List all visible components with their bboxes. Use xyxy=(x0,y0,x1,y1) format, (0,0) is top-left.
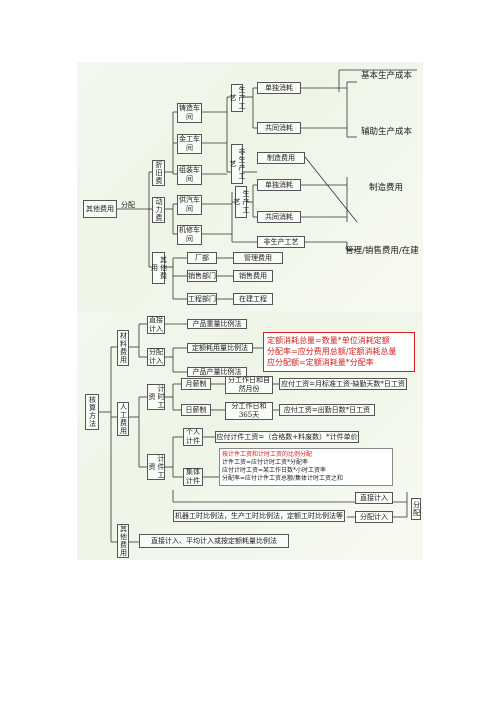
node-repair-workshop: 机修车间 xyxy=(177,225,202,245)
node-casting-workshop: 铸造车间 xyxy=(177,103,202,123)
node-assembly-workshop: 组装车间 xyxy=(177,165,202,185)
collective-note-line-2: 应付计时工资=某工作日数*小时工资率 xyxy=(222,467,327,474)
node-daily-salary: 日薪制 xyxy=(181,404,211,416)
node-production-process-2: 生产工艺 xyxy=(233,186,250,218)
node-power: 动力费 xyxy=(152,197,165,223)
other-cost-methods: 直接计入、平均计入或按定额耗量比例法 xyxy=(139,534,289,548)
node-engineering-dept: 工程部门 xyxy=(187,293,217,305)
node-material-cost: 材料费用 xyxy=(117,330,129,366)
machine-hour-ratio-methods: 机器工时比例法，生产工时比例法，定额工时比例法等 xyxy=(173,510,345,522)
node-monthly-salary: 月薪制 xyxy=(181,378,211,390)
node-factory: 厂部 xyxy=(187,252,217,264)
node-quota-ratio: 定额耗用量比例法 xyxy=(187,343,253,353)
top-connectors xyxy=(117,69,417,300)
collective-note-line-3: 分配率=应付计件工资总额/集体计时工资之和 xyxy=(222,475,344,482)
node-non-production-process-2: 非生产工艺 xyxy=(257,236,305,248)
node-labor-cost: 人工费用 xyxy=(117,402,129,436)
node-other: 其他费用 xyxy=(151,252,168,284)
node-sales-dept: 销售部门 xyxy=(187,270,217,282)
node-single-consumption-2: 单独消耗 xyxy=(257,179,301,191)
node-output-ratio: 产品产量比例法 xyxy=(187,367,247,377)
node-non-production-process-1: 非生产工艺 xyxy=(229,144,246,184)
collective-note-title: 按计件工资和计时工资的比例分配 xyxy=(222,451,313,458)
top-diagram-panel: 其他费用 分配 折旧费 动力费 其他费用 铸造车间 金工车间 组装车间 供汽车间… xyxy=(77,62,423,312)
node-accounting-method: 核算方法 xyxy=(85,394,99,430)
node-manufacturing-fee-1: 制造费用 xyxy=(257,152,305,164)
node-individual-piece: 个人计件 xyxy=(183,428,203,446)
node-allocate: 分配 xyxy=(411,498,421,520)
node-shared-consumption-1: 共同消耗 xyxy=(257,122,301,134)
node-allocated-include: 分配计入 xyxy=(147,348,165,366)
node-weight-ratio: 产品重量比例法 xyxy=(187,319,247,329)
output-management-sales-construction: 管理/销售费用/在建 xyxy=(345,246,419,256)
node-time-wage: 计时工资 xyxy=(147,384,165,410)
node-construction: 在建工程 xyxy=(233,293,273,305)
node-metal-workshop: 金工车间 xyxy=(177,134,202,154)
node-other-costs: 其他费用 xyxy=(83,200,117,218)
output-auxiliary-production-cost: 辅助生产成本 xyxy=(361,127,413,137)
node-production-process-1: 生产工艺 xyxy=(229,84,246,112)
monthly-wage-formula: 应付工资=月标准工资-缺勤天数*日工资 xyxy=(279,378,407,390)
collective-note-line-1: 计件工资=应付计时工资*分配率 xyxy=(222,459,309,466)
individual-piece-formula: 应付计件工资=（合格数+料废数）*计件单价 xyxy=(215,431,359,443)
node-management-fee: 管理费用 xyxy=(233,252,283,264)
node-direct-include-2: 直接计入 xyxy=(355,492,393,504)
output-basic-production-cost: 基本生产成本 xyxy=(361,71,413,81)
output-manufacturing-fee: 制造费用 xyxy=(369,183,404,193)
node-depreciation: 折旧费 xyxy=(152,160,165,186)
node-workday-month: 分工作日和自然月份 xyxy=(225,376,273,394)
node-other-cost: 其他费用 xyxy=(117,524,129,558)
node-allocated-include-2: 分配计入 xyxy=(355,511,393,523)
node-direct-include: 直接计入 xyxy=(147,316,165,334)
node-single-consumption-1: 单独消耗 xyxy=(257,82,301,94)
quota-formula-box: 定额消耗总量=数量*单位消耗定额 分配率=应分费用总额/定额消耗总量 应分配额=… xyxy=(263,332,415,372)
node-supply-workshop: 供汽车间 xyxy=(177,195,202,215)
node-piece-wage: 计件工资 xyxy=(147,454,165,480)
label-assign: 分配 xyxy=(121,201,135,209)
collective-piece-note: 按计件工资和计时工资的比例分配 计件工资=应付计时工资*分配率 应付计时工资=某… xyxy=(219,448,393,486)
node-workday-365: 分工作日和365天 xyxy=(225,402,273,420)
daily-wage-formula: 应付工资=出勤日数*日工资 xyxy=(279,404,375,416)
bottom-diagram-panel: 核算方法 材料费用 人工费用 其他费用 直接计入 分配计入 产品重量比例法 定额… xyxy=(77,312,423,560)
node-collective-piece: 集体计件 xyxy=(183,468,203,486)
node-shared-consumption-2: 共同消耗 xyxy=(257,211,301,223)
node-sales-fee: 销售费用 xyxy=(233,270,273,282)
